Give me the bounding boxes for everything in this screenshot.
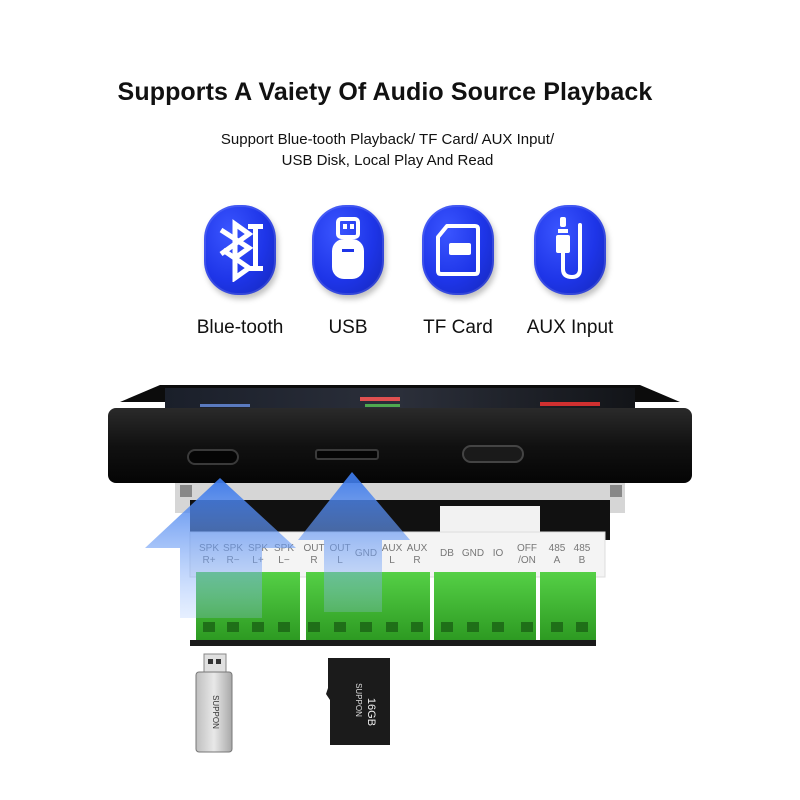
subtitle-line-2: USB Disk, Local Play And Read (281, 152, 494, 169)
terminal-screw-hole (227, 622, 239, 632)
tf-card-slot (315, 449, 379, 460)
terminal-label-top: OFF (517, 543, 537, 554)
bluetooth-icon (204, 205, 276, 295)
terminal-screw-hole (360, 622, 372, 632)
subtitle-line-1: Support Blue-tooth Playback/ TF Card/ AU… (220, 131, 555, 148)
terminal-label-top: AUX (382, 543, 403, 554)
terminal-label-top: SPK (274, 543, 294, 554)
terminal-screw-hole (576, 622, 588, 632)
terminal-label-bottom: R (310, 555, 317, 566)
terminal-label-top: IO (493, 548, 504, 559)
source-tf-card: TF Card (393, 205, 523, 339)
tf-insert-arrow (298, 472, 410, 612)
usb-insert-arrow (145, 478, 296, 618)
usb-stick-icon (312, 205, 384, 295)
terminal-screw-hole (441, 622, 453, 632)
terminal-screw-hole (411, 622, 423, 632)
source-aux-input: AUX Input (505, 205, 635, 339)
source-label: AUX Input (526, 317, 614, 338)
terminal-label-top: OUT (303, 543, 324, 554)
headline: Supports A Vaiety Of Audio Source Playba… (117, 78, 653, 106)
terminal-label-bottom: R (413, 555, 420, 566)
source-label: USB (328, 317, 368, 338)
terminal-label-bottom: A (554, 555, 561, 566)
terminal-screw-hole (386, 622, 398, 632)
terminal-screw-hole (203, 622, 215, 632)
device-bezel (108, 408, 692, 483)
button-port (462, 445, 524, 463)
terminal-screw-hole (334, 622, 346, 632)
terminal-screw-hole (492, 622, 504, 632)
sd-capacity-label: 16GB (365, 698, 377, 726)
terminal-label-top: 485 (549, 543, 566, 554)
usb-brand-label: SUPPON (211, 695, 220, 729)
usb-port (187, 449, 239, 465)
source-bluetooth: Blue-tooth (175, 205, 305, 339)
terminal-screw-hole (308, 622, 320, 632)
terminal-label-bottom: L (389, 555, 395, 566)
terminal-label-top: 485 (574, 543, 591, 554)
terminal-label-top: GND (462, 548, 484, 559)
source-usb: USB (283, 205, 413, 339)
terminal-screw-hole (551, 622, 563, 632)
terminal-label-bottom: B (579, 555, 586, 566)
usb-flash-drive: SUPPON (195, 653, 233, 753)
terminal-screw-hole (467, 622, 479, 632)
sd-brand-label: SUPPON (354, 683, 363, 717)
micro-sd-card: SUPPON 16GB (326, 658, 390, 745)
terminal-label-top: AUX (407, 543, 428, 554)
source-label: TF Card (423, 317, 493, 338)
aux-jack-icon (534, 205, 606, 295)
terminal-label-top: DB (440, 548, 454, 559)
terminal-screw-hole (278, 622, 290, 632)
terminal-label-bottom: /ON (518, 555, 536, 566)
terminal-label-bottom: L− (278, 555, 290, 566)
terminal-screw-hole (521, 622, 533, 632)
source-label: Blue-tooth (196, 317, 284, 338)
sd-card-icon (422, 205, 494, 295)
terminal-screw-hole (252, 622, 264, 632)
